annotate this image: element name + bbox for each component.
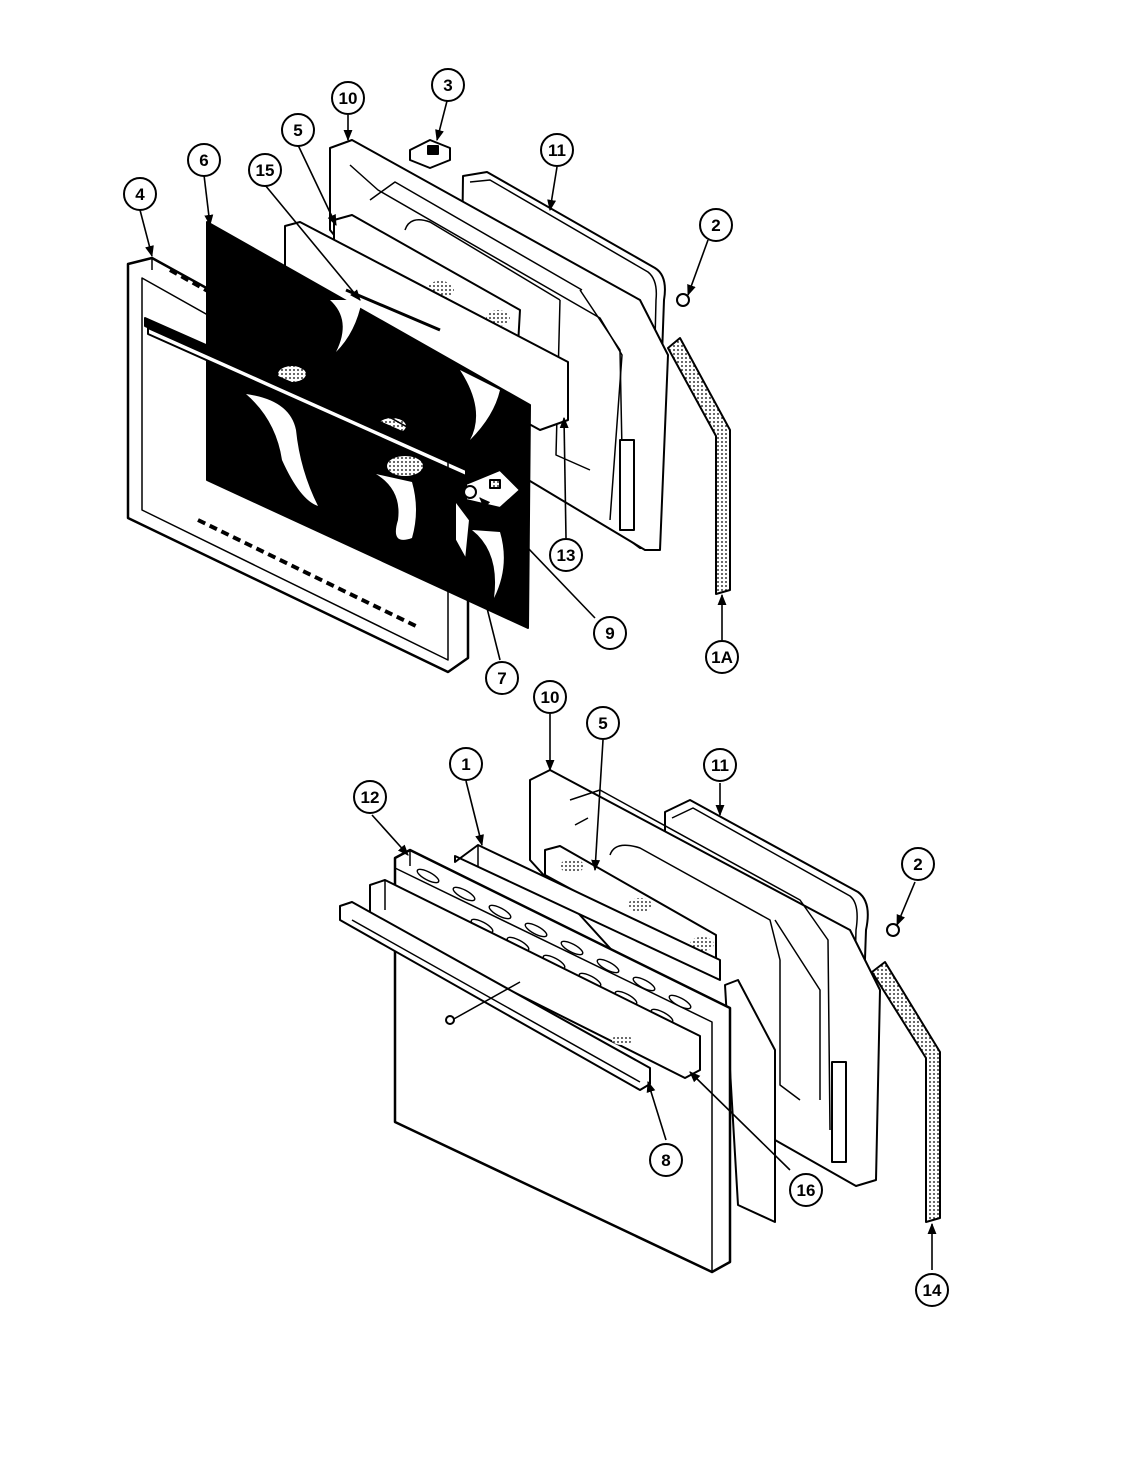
svg-text:2: 2 (711, 216, 720, 235)
svg-text:2: 2 (913, 855, 922, 874)
svg-text:3: 3 (443, 76, 452, 95)
svg-text:15: 15 (256, 161, 275, 180)
upper-leader-lines (139, 100, 727, 661)
svg-text:11: 11 (548, 141, 566, 160)
callout-6: 6 (187, 143, 221, 177)
svg-text:5: 5 (598, 714, 607, 733)
callout-14: 14 (915, 1273, 949, 1307)
svg-text:11: 11 (711, 756, 729, 775)
svg-text:14: 14 (923, 1281, 942, 1300)
svg-text:6: 6 (199, 151, 208, 170)
callout-10: 10 (533, 680, 567, 714)
callout-11: 11 (703, 748, 737, 782)
upper-side-rail (667, 337, 731, 595)
callout-10: 10 (331, 81, 365, 115)
lower-inner-frame (529, 769, 881, 1187)
svg-text:8: 8 (661, 1151, 670, 1170)
svg-text:13: 13 (557, 546, 576, 565)
callout-16: 16 (789, 1173, 823, 1207)
callout-1: 1 (449, 747, 483, 781)
upper-outer-frame (126, 256, 470, 674)
upper-handle-bar (144, 317, 471, 477)
lower-callouts: 10 5 1 11 12 2 8 16 14 (353, 680, 949, 1307)
callout-5: 5 (586, 706, 620, 740)
svg-text:1: 1 (461, 755, 470, 774)
svg-text:10: 10 (541, 688, 560, 707)
lower-door-assembly (339, 769, 941, 1274)
callout-11: 11 (540, 133, 574, 167)
svg-text:16: 16 (797, 1181, 816, 1200)
callout-5: 5 (281, 113, 315, 147)
lower-screw (445, 981, 521, 1025)
lower-nut (886, 923, 900, 937)
callout-7: 7 (485, 661, 519, 695)
upper-nut (676, 293, 690, 307)
svg-text:7: 7 (497, 669, 506, 688)
callout-12: 12 (353, 780, 387, 814)
lower-leader-lines (371, 714, 937, 1270)
upper-door-assembly (126, 139, 731, 674)
upper-hinge-insert (454, 499, 471, 561)
callout-1a: 1A (705, 640, 739, 674)
lower-side-rail (871, 961, 941, 1223)
svg-text:9: 9 (605, 624, 614, 643)
callout-2: 2 (699, 208, 733, 242)
svg-text:5: 5 (293, 121, 302, 140)
callout-13: 13 (549, 538, 583, 572)
svg-text:4: 4 (135, 185, 145, 204)
callout-3: 3 (431, 68, 465, 102)
callout-9: 9 (593, 616, 627, 650)
lower-glass-panel (724, 979, 776, 1223)
upper-hinge-clip (409, 139, 451, 169)
upper-callouts: 3 10 5 11 6 15 4 2 13 9 7 1A (123, 68, 739, 695)
callout-8: 8 (649, 1143, 683, 1177)
svg-text:1A: 1A (711, 648, 733, 667)
callout-2: 2 (901, 847, 935, 881)
svg-text:12: 12 (361, 788, 380, 807)
svg-text:10: 10 (339, 89, 358, 108)
callout-15: 15 (248, 153, 282, 187)
callout-4: 4 (123, 177, 157, 211)
